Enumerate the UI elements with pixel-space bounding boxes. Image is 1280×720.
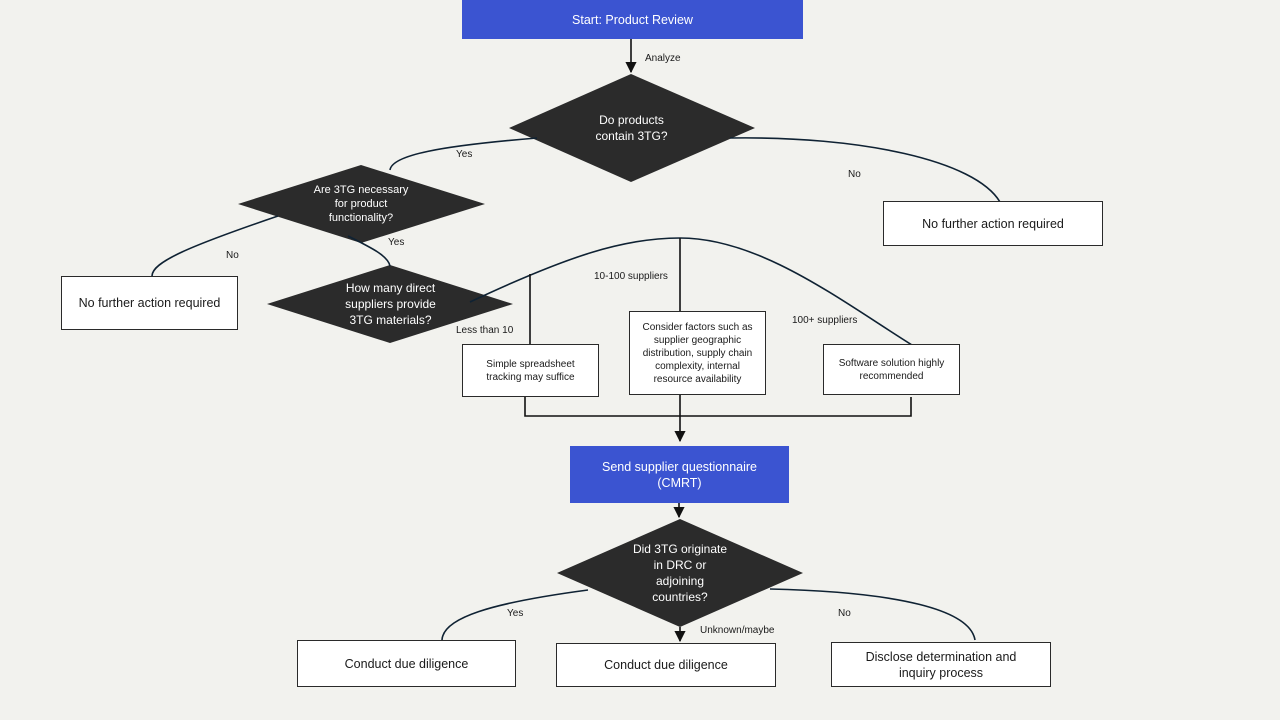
connector-merge-bracket — [524, 397, 912, 417]
due-diligence-box-2: Conduct due diligence — [556, 643, 776, 687]
edge-label-origin-yes: Yes — [507, 608, 524, 619]
edge-label-necessary-no: No — [226, 250, 239, 261]
no-action-right-box: No further action required — [883, 201, 1103, 246]
questionnaire-node: Send supplier questionnaire (CMRT) — [570, 446, 789, 503]
edge-label-necessary-yes: Yes — [388, 237, 405, 248]
edge-label-origin-unknown: Unknown/maybe — [700, 625, 775, 636]
start-node: Start: Product Review — [462, 0, 803, 39]
connector-origin-yes — [441, 589, 589, 641]
no-action-left-box: No further action required — [61, 276, 238, 330]
decision-necessary-text: Are 3TG necessary for product functional… — [313, 184, 409, 224]
software-box: Software solution highly recommended — [823, 344, 960, 395]
edge-label-origin-no: No — [838, 608, 851, 619]
decision-diamond-contain — [509, 74, 755, 182]
decision-origin-text: Did 3TG originate in DRC or adjoining co… — [632, 542, 728, 604]
consider-factors-box: Consider factors such as supplier geogra… — [629, 311, 766, 395]
connector-origin-no — [769, 588, 976, 641]
connector-contain-no — [729, 137, 1001, 203]
decision-contain-text: Do products contain 3TG? — [595, 113, 668, 143]
connector-necessary-yes — [347, 235, 391, 267]
edge-label-contain-no: No — [848, 169, 861, 180]
connector-necessary-no — [151, 215, 279, 277]
decision-diamond-suppliers — [267, 265, 513, 343]
edge-label-100-plus: 100+ suppliers — [792, 315, 858, 326]
connector-contain-yes — [389, 137, 538, 171]
due-diligence-box-1: Conduct due diligence — [297, 640, 516, 687]
spreadsheet-box: Simple spreadsheet tracking may suffice — [462, 344, 599, 397]
decision-diamond-origin — [557, 519, 803, 627]
disclose-box: Disclose determination and inquiry proce… — [831, 642, 1051, 687]
decision-diamond-necessary — [238, 165, 485, 243]
edge-label-analyze: Analyze — [645, 53, 681, 64]
decision-suppliers-text: How many direct suppliers provide 3TG ma… — [345, 281, 436, 327]
edge-label-10-100: 10-100 suppliers — [594, 271, 668, 282]
edge-label-less-than-10: Less than 10 — [456, 325, 514, 336]
edge-label-contain-yes: Yes — [456, 149, 473, 160]
